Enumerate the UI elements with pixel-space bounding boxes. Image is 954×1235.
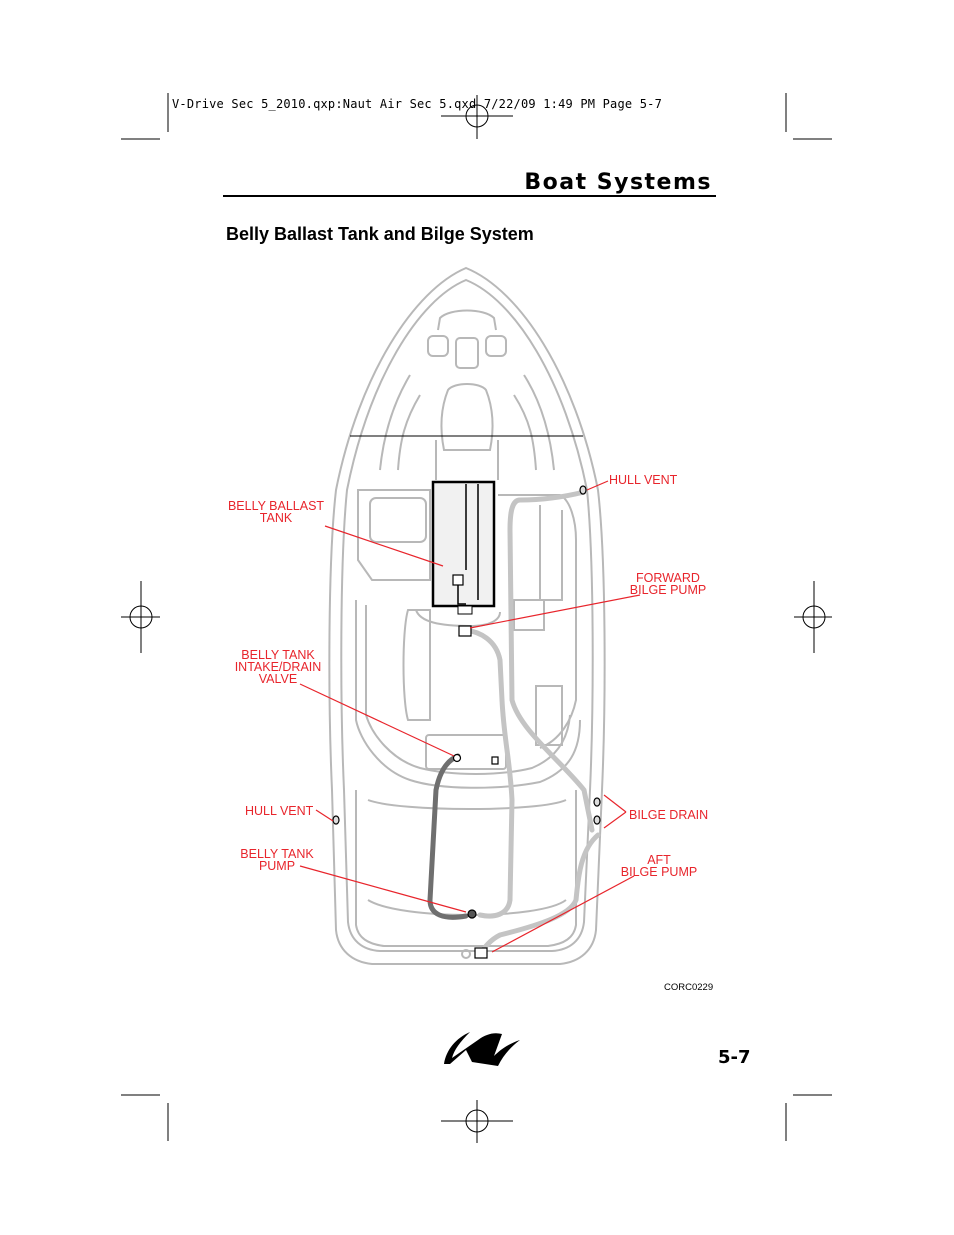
figure-reference: CORC0229 — [664, 982, 714, 993]
nautique-n-logo — [444, 1032, 520, 1066]
callout-hull-vent-left: HULL VENT — [245, 804, 314, 818]
print-slug-line: V-Drive Sec 5_2010.qxp:Naut Air Sec 5.qx… — [172, 97, 663, 111]
page-number: 5-7 — [718, 1047, 751, 1068]
callout-belly-tank-pump: BELLY TANK PUMP — [240, 847, 314, 873]
title-rule — [223, 195, 716, 197]
belly-ballast-tank — [431, 480, 496, 615]
callout-forward-bilge-pump: FORWARD BILGE PUMP — [629, 571, 707, 597]
callout-belly-ballast-tank: BELLY BALLAST TANK — [227, 499, 325, 525]
section-title: Boat Systems — [524, 170, 712, 195]
callout-hull-vent-right: HULL VENT — [609, 473, 678, 487]
leader-lines — [299, 480, 641, 953]
fittings — [332, 485, 601, 959]
callout-aft-bilge-pump: AFT BILGE PUMP — [620, 853, 698, 879]
crop-marks — [121, 93, 832, 1141]
registration-marks — [121, 95, 832, 1143]
callout-belly-tank-valve: BELLY TANK INTAKE/DRAIN VALVE — [234, 648, 322, 686]
boat-hull — [328, 266, 606, 965]
bilge-hoses — [463, 489, 601, 955]
page-heading: Belly Ballast Tank and Bilge System — [226, 224, 534, 244]
callout-bilge-drain: BILGE DRAIN — [629, 808, 709, 822]
ballast-hoses — [427, 753, 469, 920]
